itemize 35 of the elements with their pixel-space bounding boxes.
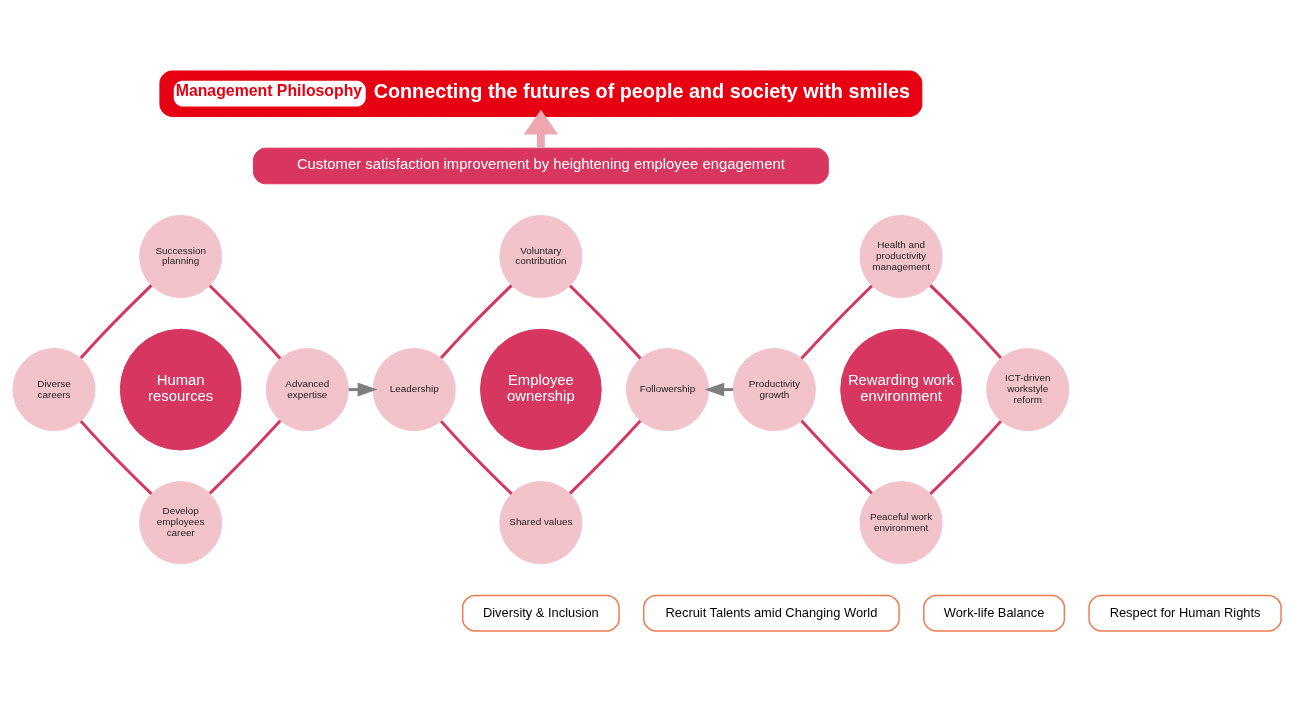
arrow [704,382,734,397]
arrow [348,382,378,397]
node-circle: Shared values [499,480,583,564]
connector [568,284,642,359]
connector [568,419,642,494]
node-box: Diversity & Inclusion [461,594,620,632]
connector [439,283,513,359]
node-box: Respect for Human Rights [1088,594,1282,632]
node-box: Customer satisfaction improvement by heightening employee engagement [252,147,829,184]
connector [929,419,1002,495]
node-box: Management Philosophy Connecting the futures of people and society with smiles [159,69,923,117]
node-circle: Employee ownership [480,328,602,450]
node-circle: Peaceful work environment [859,480,943,564]
connector [79,419,153,495]
connector [208,419,282,494]
node-circle: Productivity growth [732,347,816,431]
node-circle: Human resources [119,328,242,450]
node-circle: Advanced expertise [265,347,349,431]
node-circle: Rewarding work environment [840,328,962,450]
node-circle: ICT-driven workstyle reform [986,347,1070,431]
node-circle: Develop employees career [139,480,223,564]
connector [79,283,153,359]
connector [929,283,1002,359]
node-circle: Health and productivity management [859,214,943,298]
node-circle: Diverse careers [12,347,96,431]
node-circle: Leadership [372,347,456,431]
connector [800,284,873,359]
connector [800,419,873,494]
node-circle: Voluntary contribution [499,214,583,298]
connector [439,419,513,495]
node-circle: Succession planning [139,214,223,298]
node-box: Recruit Talents amid Changing World [643,594,900,632]
node-circle: Followership [625,347,710,431]
connector [208,284,282,359]
node-box: Work-life Balance [923,594,1066,632]
